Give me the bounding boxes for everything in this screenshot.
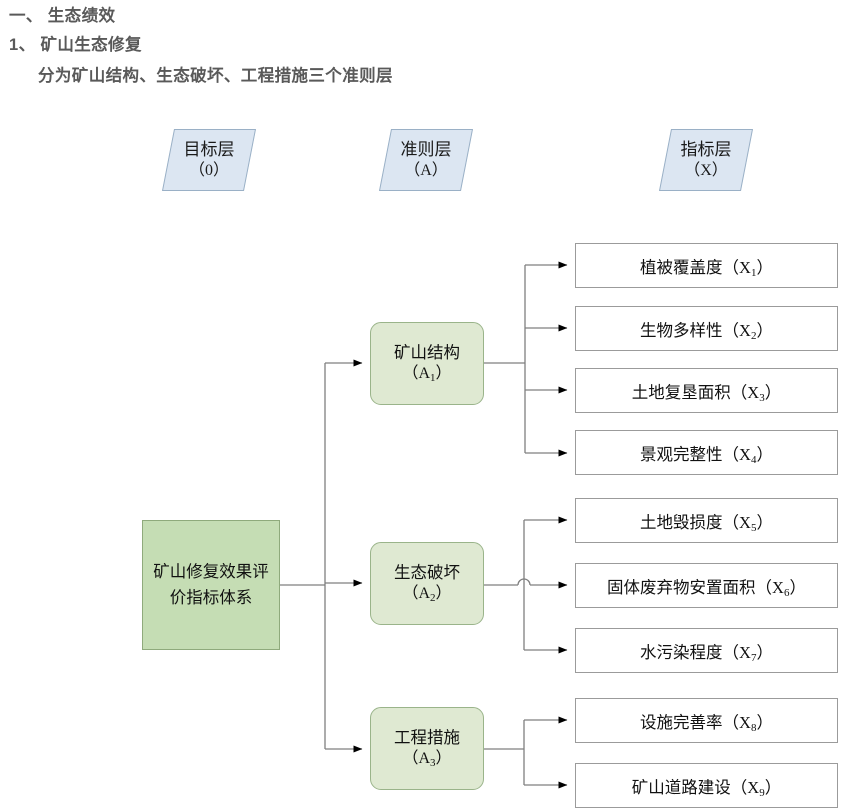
layer-tag-goal: 目标层 （0） bbox=[161, 129, 257, 191]
layer-tag-indicator-name: 指标层 bbox=[680, 140, 732, 160]
wire-a3-to-indicators bbox=[484, 716, 568, 789]
indicator-node-x3-label: 土地复垦面积（X3） bbox=[631, 382, 782, 404]
criterion-node-a2-label: 生态破坏 bbox=[394, 562, 460, 582]
heading-section-title: 一、 生态绩效 bbox=[9, 7, 116, 25]
criterion-node-a1: 矿山结构 （A1） bbox=[370, 322, 484, 405]
wire-goal-to-trunk bbox=[280, 363, 326, 749]
goal-node-label: 矿山修复效果评价指标体系 bbox=[153, 562, 269, 607]
indicator-node-x2-label: 生物多样性（X2） bbox=[640, 320, 773, 342]
layer-tag-indicator: 指标层 （X） bbox=[658, 129, 754, 191]
heading-description: 分为矿山结构、生态破坏、工程措施三个准则层 bbox=[38, 67, 393, 85]
criterion-node-a3-label: 工程措施 bbox=[394, 727, 460, 747]
indicator-node-x6-label: 固体废弃物安置面积（X6） bbox=[607, 577, 806, 599]
indicator-node-x3: 土地复垦面积（X3） bbox=[575, 368, 838, 413]
goal-node: 矿山修复效果评价指标体系 bbox=[142, 520, 280, 650]
layer-tag-goal-code: （0） bbox=[188, 161, 229, 179]
wire-trunk-to-criteria bbox=[325, 359, 363, 753]
indicator-node-x5-label: 土地毁损度（X5） bbox=[640, 512, 773, 534]
indicator-node-x1-label: 植被覆盖度（X1） bbox=[640, 257, 773, 279]
layer-tag-criterion: 准则层 （A） bbox=[378, 129, 474, 191]
indicator-node-x7-label: 水污染程度（X7） bbox=[640, 642, 773, 664]
indicator-node-x7: 水污染程度（X7） bbox=[575, 628, 838, 673]
layer-tag-criterion-code: （A） bbox=[404, 161, 448, 179]
indicator-node-x5: 土地毁损度（X5） bbox=[575, 498, 838, 543]
layer-tag-indicator-code: （X） bbox=[684, 161, 728, 179]
criterion-node-a3: 工程措施 （A3） bbox=[370, 707, 484, 790]
wire-a1-to-indicators bbox=[484, 261, 568, 457]
wire-a2-to-indicators bbox=[484, 516, 568, 654]
criterion-node-a2-code: （A2） bbox=[402, 585, 452, 605]
indicator-node-x1: 植被覆盖度（X1） bbox=[575, 243, 838, 288]
indicator-node-x9: 矿山道路建设（X9） bbox=[575, 763, 838, 808]
indicator-node-x8: 设施完善率（X8） bbox=[575, 698, 838, 743]
indicator-node-x2: 生物多样性（X2） bbox=[575, 306, 838, 351]
indicator-node-x4: 景观完整性（X4） bbox=[575, 430, 838, 475]
indicator-node-x6: 固体废弃物安置面积（X6） bbox=[575, 563, 838, 608]
heading-subsection-title: 1、 矿山生态修复 bbox=[9, 36, 142, 54]
criterion-node-a3-code: （A3） bbox=[402, 750, 452, 770]
criterion-node-a1-label: 矿山结构 bbox=[394, 342, 460, 362]
layer-tag-criterion-name: 准则层 bbox=[400, 140, 452, 160]
criterion-node-a2: 生态破坏 （A2） bbox=[370, 542, 484, 625]
layer-tag-goal-name: 目标层 bbox=[183, 140, 235, 160]
indicator-node-x4-label: 景观完整性（X4） bbox=[640, 444, 773, 466]
indicator-node-x8-label: 设施完善率（X8） bbox=[640, 712, 773, 734]
criterion-node-a1-code: （A1） bbox=[402, 365, 452, 385]
indicator-node-x9-label: 矿山道路建设（X9） bbox=[631, 777, 782, 799]
